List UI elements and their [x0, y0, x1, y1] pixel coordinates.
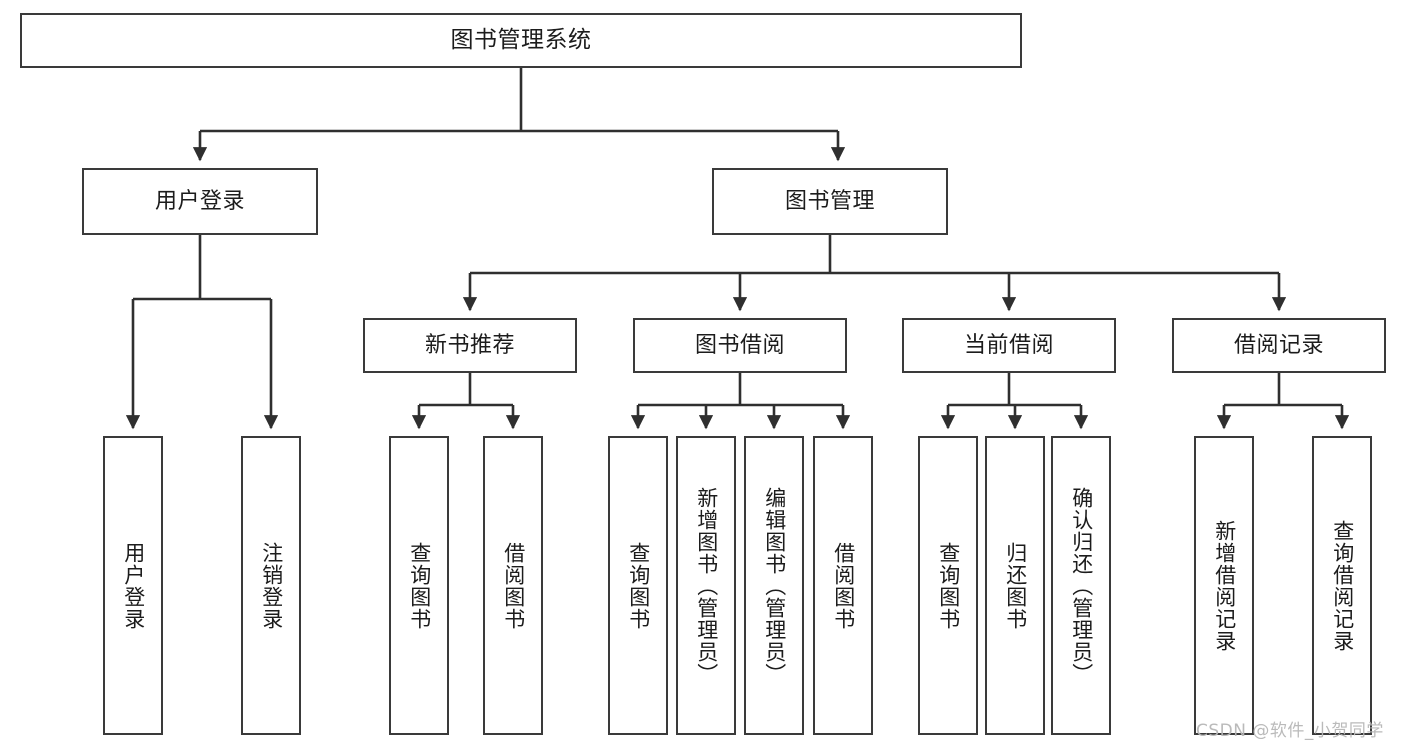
- node-user-login[interactable]: 用户登录: [82, 168, 318, 235]
- leaf-query-book-2[interactable]: 查询图书: [608, 436, 668, 735]
- node-new-book-recommend[interactable]: 新书推荐: [363, 318, 577, 373]
- node-current-borrow-label: 当前借阅: [963, 332, 1054, 358]
- node-current-borrow[interactable]: 当前借阅: [902, 318, 1116, 373]
- leaf-query-book-1[interactable]: 查询图书: [389, 436, 449, 735]
- node-root[interactable]: 图书管理系统: [20, 13, 1022, 68]
- leaf-add-record[interactable]: 新增借阅记录: [1194, 436, 1254, 735]
- leaf-logout-login-label: 注销登录: [259, 541, 284, 630]
- leaf-borrow-book-1[interactable]: 借阅图书: [483, 436, 543, 735]
- node-book-borrow-label: 图书借阅: [694, 332, 785, 358]
- leaf-query-book-1-label: 查询图书: [407, 541, 432, 630]
- leaf-query-record-label: 查询借阅记录: [1330, 519, 1355, 652]
- leaf-user-login-label: 用户登录: [121, 541, 146, 630]
- leaf-edit-book[interactable]: 编辑图书（管理员）: [744, 436, 804, 735]
- leaf-confirm-return-label: 确认归还（管理员）: [1069, 486, 1094, 685]
- leaf-confirm-return[interactable]: 确认归还（管理员）: [1051, 436, 1111, 735]
- node-root-label: 图书管理系统: [450, 26, 592, 53]
- node-new-book-recommend-label: 新书推荐: [424, 332, 515, 358]
- node-book-manage[interactable]: 图书管理: [712, 168, 948, 235]
- leaf-return-book-label: 归还图书: [1003, 541, 1028, 630]
- leaf-edit-book-label: 编辑图书（管理员）: [762, 486, 787, 685]
- leaf-add-book[interactable]: 新增图书（管理员）: [676, 436, 736, 735]
- leaf-add-record-label: 新增借阅记录: [1212, 519, 1237, 652]
- leaf-borrow-book-2-label: 借阅图书: [831, 541, 856, 630]
- node-user-login-label: 用户登录: [154, 188, 245, 214]
- leaf-query-book-3-label: 查询图书: [936, 541, 961, 630]
- node-borrow-record-label: 借阅记录: [1233, 332, 1324, 358]
- leaf-query-book-2-label: 查询图书: [626, 541, 651, 630]
- node-book-borrow[interactable]: 图书借阅: [633, 318, 847, 373]
- leaf-borrow-book-1-label: 借阅图书: [501, 541, 526, 630]
- leaf-user-login[interactable]: 用户登录: [103, 436, 163, 735]
- node-book-manage-label: 图书管理: [784, 188, 875, 214]
- leaf-add-book-label: 新增图书（管理员）: [694, 486, 719, 685]
- leaf-borrow-book-2[interactable]: 借阅图书: [813, 436, 873, 735]
- leaf-query-book-3[interactable]: 查询图书: [918, 436, 978, 735]
- leaf-logout-login[interactable]: 注销登录: [241, 436, 301, 735]
- leaf-return-book[interactable]: 归还图书: [985, 436, 1045, 735]
- node-borrow-record[interactable]: 借阅记录: [1172, 318, 1386, 373]
- csdn-watermark: CSDN @软件_小贺同学: [1196, 721, 1384, 741]
- leaf-query-record[interactable]: 查询借阅记录: [1312, 436, 1372, 735]
